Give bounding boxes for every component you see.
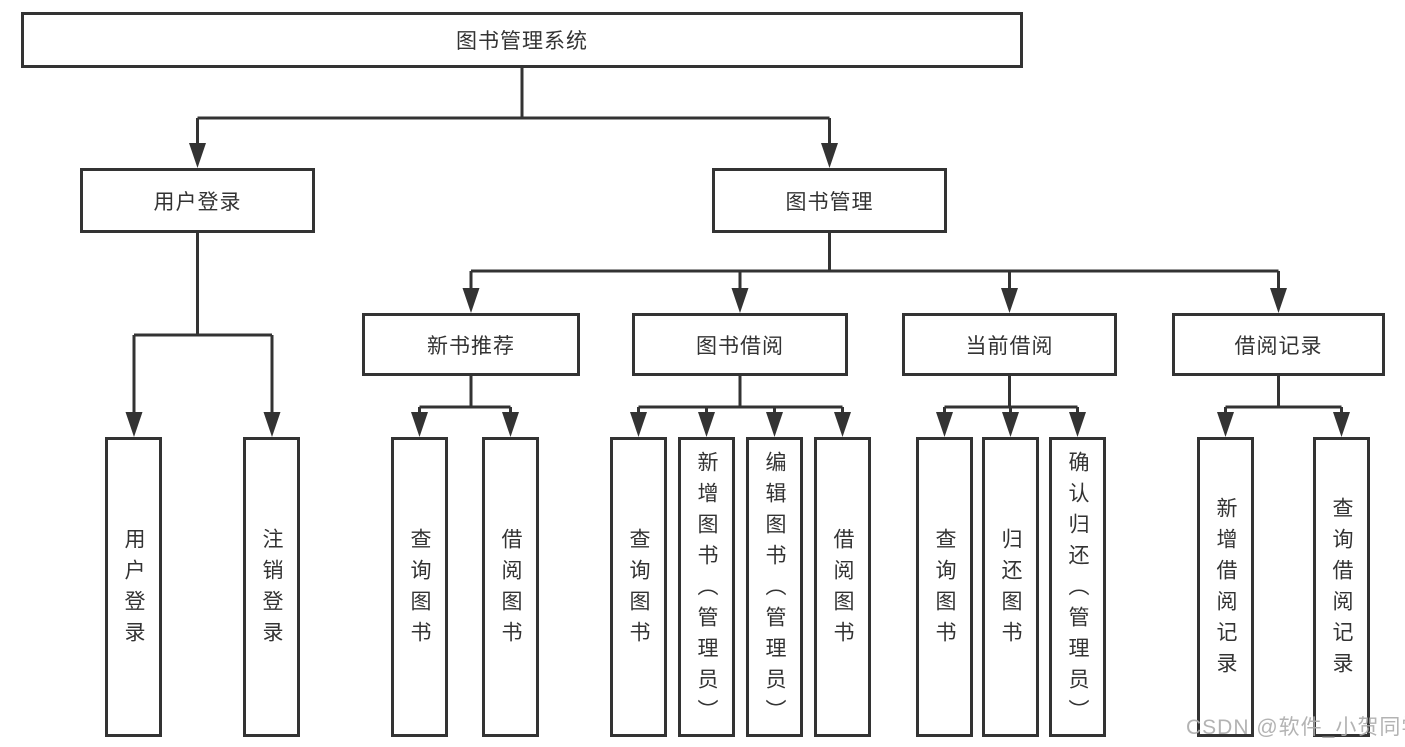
- node-user-login: 用户登录: [80, 168, 315, 233]
- leaf-return-book: 归还图书: [982, 437, 1039, 737]
- node-library-system: 图书管理系统: [21, 12, 1023, 68]
- arrowheads: [125, 143, 1350, 437]
- leaf-query-book-current: 查询图书: [916, 437, 973, 737]
- node-borrow-records: 借阅记录: [1172, 313, 1385, 376]
- watermark: CSDN @软件_小贺同学: [1186, 716, 1405, 739]
- node-book-borrow: 图书借阅: [632, 313, 848, 376]
- leaf-query-borrow-record: 查询借阅记录: [1313, 437, 1370, 737]
- leaf-query-book-recommend: 查询图书: [391, 437, 448, 737]
- leaf-add-book-admin: 新增图书（管理员）: [678, 437, 735, 737]
- node-book-management: 图书管理: [712, 168, 947, 233]
- leaf-borrow-book: 借阅图书: [814, 437, 871, 737]
- node-current-borrow: 当前借阅: [902, 313, 1117, 376]
- leaf-query-book-borrow: 查询图书: [610, 437, 667, 737]
- leaf-edit-book-admin: 编辑图书（管理员）: [746, 437, 803, 737]
- leaf-borrow-book-recommend: 借阅图书: [482, 437, 539, 737]
- node-new-book-recommend: 新书推荐: [362, 313, 580, 376]
- leaf-confirm-return-admin: 确认归还（管理员）: [1049, 437, 1106, 737]
- leaf-logout-login: 注销登录: [243, 437, 300, 737]
- leaf-add-borrow-record: 新增借阅记录: [1197, 437, 1254, 737]
- leaf-user-login: 用户登录: [105, 437, 162, 737]
